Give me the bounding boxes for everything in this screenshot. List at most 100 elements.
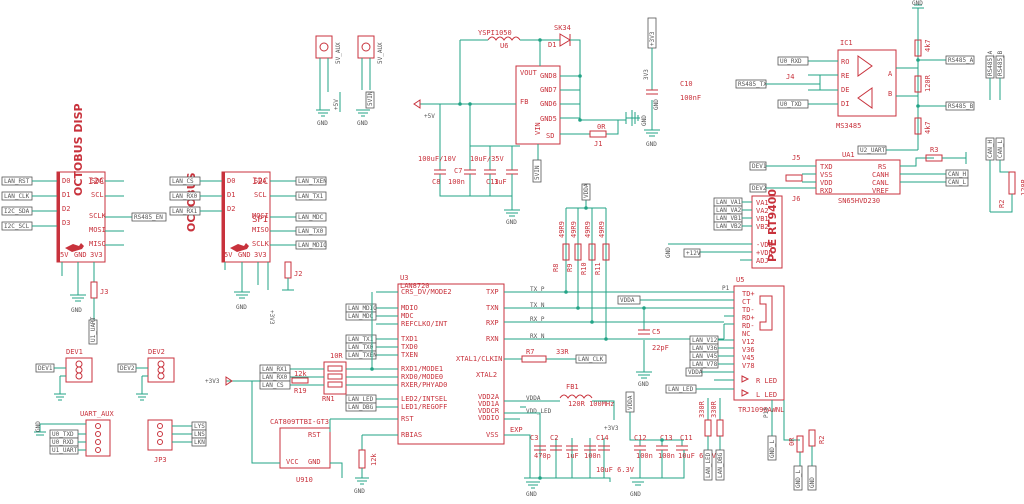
net-lan-rx0: LAN_RX0: [172, 193, 198, 200]
c7-value: 100n: [448, 178, 465, 186]
net-dev1-a: DEV1: [752, 163, 767, 170]
pin-mdc: MDC: [401, 312, 414, 320]
net-lan-dbg-b: LAN_DBG: [717, 452, 724, 478]
r-49r9-b: 49R9: [570, 221, 578, 238]
pin-can-txd: TXD: [820, 163, 833, 171]
svg-text:R9: R9: [566, 264, 574, 272]
rs485-transceiver: IC1 MS3485 RO RE DE DI A B U0_RXD U0_TXD…: [735, 0, 1005, 155]
net-lan-mdio: LAN_MDIO: [298, 242, 327, 249]
c12-value: 100n: [636, 452, 653, 460]
pin-canh: CANH: [872, 171, 889, 179]
svg-text:ADJ: ADJ: [756, 257, 769, 265]
pin-rxd1: RXD1/MODE1: [401, 365, 443, 373]
net-vddcr: VDD_LED: [526, 408, 552, 415]
net-gnd-l-2: GND_L: [795, 470, 802, 488]
r-49r9-a: 49R9: [558, 221, 566, 238]
svg-text:RST: RST: [308, 431, 321, 439]
rn1-value: 10R: [330, 352, 343, 360]
gnd-label-1: GND: [71, 307, 82, 314]
svg-text:GND: GND: [74, 251, 87, 259]
net-lan-led-a: LAN_LED: [348, 396, 374, 403]
c10u-value-a: 10uF 6.3V: [596, 466, 635, 474]
net-lan-tx0-2: LAN_TX0: [348, 344, 374, 351]
svg-text:R10: R10: [580, 262, 588, 275]
left-net-labels: LAN_RST LAN_CLK I2C_SDA I2C_SCL RS485_EN…: [1, 176, 167, 345]
pin-led1: LED1/REGOFF: [401, 403, 447, 411]
svg-text:MOSI: MOSI: [252, 212, 269, 220]
svg-text:LKN: LKN: [194, 439, 205, 446]
pin-xtal2: XTAL2: [476, 371, 497, 379]
c12-ref: C12: [634, 434, 647, 442]
u10-ref: U910: [296, 476, 313, 484]
c7-ref: C7: [454, 167, 462, 175]
net-lan-va1: LAN_VA1: [716, 199, 742, 206]
lan8720-phy: U3 LAN8720 CRS_DV/MODE2 MDIO MDC REFCLKO…: [397, 274, 523, 445]
svg-text:3V3: 3V3: [643, 69, 650, 80]
gnd-label-9: GND: [665, 247, 672, 258]
net-lan-v78: LAN_V78: [692, 361, 718, 368]
net-dev2-b: DEV2: [120, 365, 135, 372]
pin-txd1: TXD1: [401, 335, 418, 343]
svg-text:TD+: TD+: [742, 290, 755, 298]
gnd-label-12: GND: [526, 491, 537, 498]
net-lan-clk: LAN_CLK: [4, 193, 30, 200]
r2-label: R2: [998, 200, 1006, 208]
svg-text:MISO: MISO: [252, 226, 269, 234]
svg-text:-VDD: -VDD: [756, 241, 773, 249]
dev-headers: DEV1 DEV1 DEV2 DEV2: [35, 348, 175, 401]
svg-text:VA1: VA1: [756, 199, 769, 207]
net-dev1-b: DEV1: [38, 365, 53, 372]
r-330r-b: 330R: [710, 400, 718, 418]
svg-text:J2: J2: [294, 270, 302, 278]
net-gnd-l: GND_L: [769, 440, 776, 458]
i2c-tag-2: I2C: [252, 177, 268, 187]
net-lan-dbg: LAN_DBG: [348, 404, 374, 411]
pin-rxn: RXN: [486, 335, 499, 343]
pin-vss: VSS: [486, 431, 499, 439]
octobus-disp-connector: OCTOBUS DISP I2C D0 D1 D2 D3 SDA SCL SCL…: [56, 103, 107, 263]
net-lan-v12: LAN_V12: [692, 337, 718, 344]
net-can-l-2: CAN_L: [997, 140, 1004, 158]
vdd-led-decoupling: VDDA GND C12 C13 C11 100n 100n 10uF 6.3V: [625, 391, 717, 498]
pin-xtal1: XTAL1/CLKIN: [456, 355, 502, 363]
v3v3-label-d: +3V3: [604, 425, 619, 432]
c2-ref: C2: [550, 434, 558, 442]
pin-de: DE: [841, 86, 849, 94]
octobus-spi-connector: OCTOBUS I2C SPI D0 D1 D2 SDA SCL MOSI MI…: [185, 171, 271, 263]
pin-gnd8: GND8: [540, 72, 557, 80]
v3v3-label-c: +3V3: [205, 378, 220, 385]
net-gnd-b: GND: [809, 477, 816, 488]
pin-vdd2a: VDD2A: [478, 393, 500, 401]
gnd-label-7: GND: [646, 141, 657, 148]
svg-text:SCLK: SCLK: [89, 212, 107, 220]
net-vdda-d: VDDA: [620, 297, 635, 304]
r-0r-b: 0R: [788, 437, 796, 446]
c5-value: 22pF: [652, 344, 669, 352]
net-lan-rx1-2: LAN_RX1: [262, 366, 288, 373]
svg-text:D2: D2: [62, 205, 70, 213]
v3v3-label-a: +3V3: [268, 310, 275, 325]
ua1-part: SN65HVD230: [838, 197, 880, 205]
net-lan-tx0: LAN_TX0: [298, 228, 324, 235]
svg-text:V78: V78: [742, 362, 755, 370]
pin-can-rxd: RXD: [820, 187, 833, 195]
j5-label: J5: [792, 154, 800, 162]
net-lan-v45: LAN_V45: [692, 353, 718, 360]
net-lan-vb2: LAN_VB2: [716, 223, 742, 230]
net-rx-n: RX_N: [530, 333, 545, 340]
junctions: [370, 38, 920, 480]
uart-aux-header: UART_AUX GND U0_TXD U0_RXD U1_UART JP3 L…: [34, 410, 207, 464]
net-tx-p: TX_P: [530, 286, 545, 293]
pin-crs: CRS_DV/MODE2: [401, 288, 452, 296]
svg-text:TD-: TD-: [742, 306, 755, 314]
gnd-label-4: GND: [357, 120, 368, 127]
svg-text:VA2: VA2: [756, 207, 769, 215]
u5-ref: U5: [736, 276, 744, 284]
pin-rxd0: RXD0/MODE0: [401, 373, 443, 381]
net-lan-mdc: LAN_MDC: [298, 214, 324, 221]
pin-txen: TXEN: [401, 351, 418, 359]
can-transceiver: UA1 SN65HVD230 TXD VSS VDD RXD RS CANH C…: [749, 137, 1024, 213]
pin-fb: FB: [520, 98, 528, 106]
